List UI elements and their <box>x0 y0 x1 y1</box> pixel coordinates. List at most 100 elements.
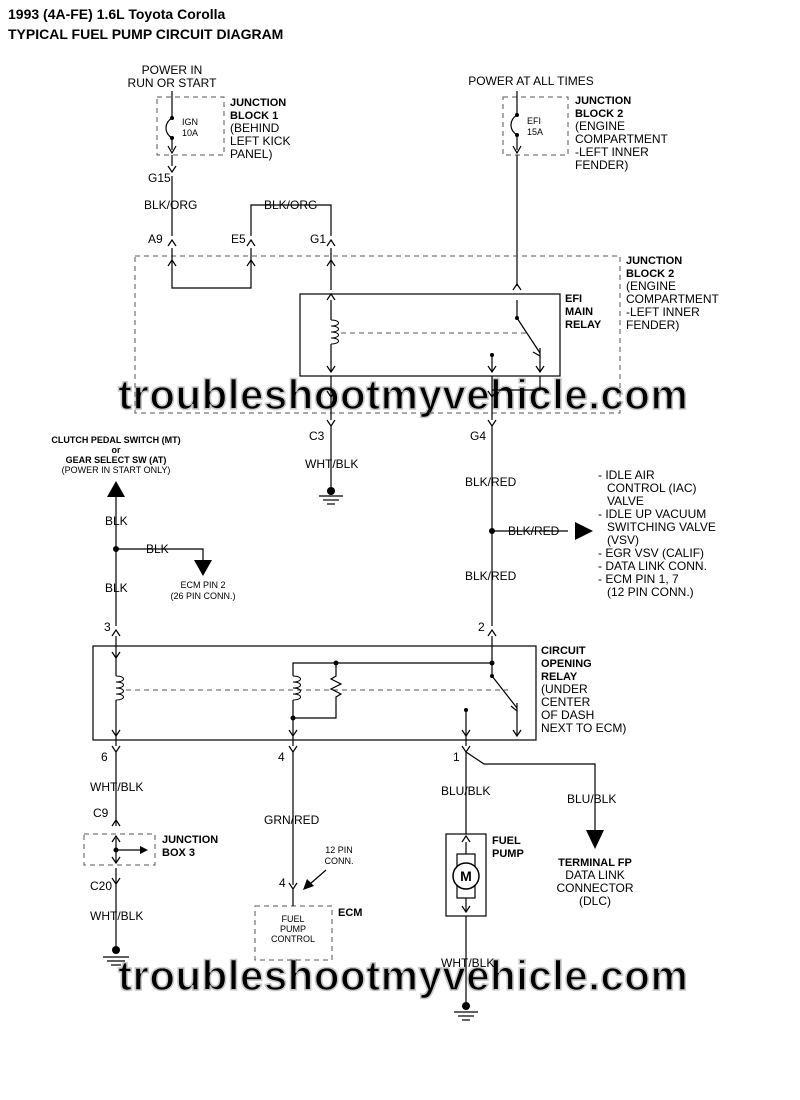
svg-text:COMPARTMENT: COMPARTMENT <box>626 292 720 306</box>
terminal-fp-label: TERMINAL FP DATA LINK CONNECTOR (DLC) <box>556 857 633 908</box>
ign-fuse: IGN 10A <box>156 91 225 156</box>
diagram-subtitle: TYPICAL FUEL PUMP CIRCUIT DIAGRAM <box>8 26 283 42</box>
svg-text:RELAY: RELAY <box>541 671 578 683</box>
svg-text:GEAR SELECT SW (AT): GEAR SELECT SW (AT) <box>66 455 167 465</box>
svg-text:JUNCTION: JUNCTION <box>575 95 631 107</box>
wire-blk-2: BLK <box>146 542 169 556</box>
svg-text:CONNECTOR: CONNECTOR <box>556 881 633 895</box>
svg-text:(12 PIN CONN.): (12 PIN CONN.) <box>607 585 694 599</box>
wire-blk-red-1: BLK/RED <box>465 475 517 489</box>
connector-pin6-label: 6 <box>101 750 108 764</box>
svg-text:- IDLE AIR: - IDLE AIR <box>598 468 655 482</box>
circuit-opening-relay-box <box>92 645 537 741</box>
connector-a9-label: A9 <box>148 232 163 246</box>
connector-pin4-mark <box>288 745 298 754</box>
connector-g1-mark <box>326 238 336 247</box>
fuel-pump-motor-letter: M <box>460 868 472 884</box>
wire-blk-red-2: BLK/RED <box>508 524 560 538</box>
svg-text:EFI: EFI <box>565 293 582 305</box>
svg-text:CONN.: CONN. <box>325 856 354 866</box>
connector-pin1-mark <box>461 745 471 754</box>
connector-pin1-label: 1 <box>453 750 460 764</box>
connector-c3-label: C3 <box>309 429 325 443</box>
svg-text:TERMINAL FP: TERMINAL FP <box>558 857 632 869</box>
svg-text:(ENGINE: (ENGINE <box>626 279 676 293</box>
wire-blu-blk-1: BLU/BLK <box>441 784 490 798</box>
svg-text:BLOCK 2: BLOCK 2 <box>626 268 674 280</box>
wire-wht-blk-6: WHT/BLK <box>90 780 143 794</box>
wire-blk-org-1: BLK/ORG <box>144 198 197 212</box>
ground-fuel-pump-icon <box>454 1002 478 1021</box>
wire-blk-org-2: BLK/ORG <box>264 198 317 212</box>
svg-text:PUMP: PUMP <box>492 848 524 860</box>
connector-g15-mark <box>167 165 177 174</box>
svg-text:-LEFT INNER: -LEFT INNER <box>575 145 649 159</box>
clutch-switch-arrow-icon <box>107 481 125 497</box>
svg-text:FUEL: FUEL <box>281 914 304 924</box>
wire-grn-red: GRN/RED <box>264 813 320 827</box>
junction-block-2-box <box>134 255 621 414</box>
efi-main-relay-box <box>299 293 561 377</box>
connector-e5-label: E5 <box>231 232 246 246</box>
svg-text:VALVE: VALVE <box>607 494 644 508</box>
svg-text:SWITCHING VALVE: SWITCHING VALVE <box>607 520 716 534</box>
svg-text:(VSV): (VSV) <box>607 533 639 547</box>
clutch-switch-label: CLUTCH PEDAL SWITCH (MT) or GEAR SELECT … <box>51 435 180 475</box>
svg-text:(ENGINE: (ENGINE <box>575 119 625 133</box>
connector-g1-label: G1 <box>310 232 326 246</box>
svg-text:- EGR VSV (CALIF): - EGR VSV (CALIF) <box>598 546 704 560</box>
svg-text:CONTROL: CONTROL <box>271 934 315 944</box>
blk-red-branch-arrow-icon <box>575 522 593 540</box>
ecm-pin2-arrow-icon <box>194 560 212 576</box>
connector-ecm-pin4-label: 4 <box>279 876 286 890</box>
efi-fuse-rating: 15A <box>527 127 543 137</box>
svg-text:ECM PIN 2: ECM PIN 2 <box>180 580 225 590</box>
svg-text:NEXT TO ECM): NEXT TO ECM) <box>541 721 626 735</box>
wire-blk-1: BLK <box>105 514 128 528</box>
wire-blk-red-3: BLK/RED <box>465 569 517 583</box>
power-run-start-label: POWER IN RUN OR START <box>128 63 218 90</box>
connector-pin3-mark <box>111 628 121 637</box>
connector-g4-mark <box>487 419 497 428</box>
ground-c3-icon <box>319 487 343 505</box>
svg-text:COMPARTMENT: COMPARTMENT <box>575 132 669 146</box>
ecm-label: ECM <box>338 907 362 919</box>
svg-text:JUNCTION: JUNCTION <box>626 255 682 267</box>
fuel-pump-label: FUEL PUMP <box>492 835 524 860</box>
diagram-title: 1993 (4A-FE) 1.6L Toyota Corolla <box>8 6 226 22</box>
ecm-conn-arrow-icon <box>303 879 314 890</box>
wire-wht-blk-pump: WHT/BLK <box>441 956 494 970</box>
connector-pin2-label: 2 <box>478 620 485 634</box>
efi-fuse: EFI 15A <box>502 91 569 156</box>
junction-block-1-label: JUNCTION BLOCK 1 (BEHIND LEFT KICK PANEL… <box>230 97 290 161</box>
connector-pin4-label: 4 <box>278 750 285 764</box>
ecm-pin2-label: ECM PIN 2 (26 PIN CONN.) <box>170 580 235 601</box>
wire-wht-blk-c3: WHT/BLK <box>305 457 358 471</box>
connector-c9-label: C9 <box>93 806 109 820</box>
svg-text:POWER IN: POWER IN <box>142 63 203 77</box>
circuit-opening-relay-label: CIRCUIT OPENING RELAY (UNDER CENTER OF D… <box>541 645 626 735</box>
wire-blk-3: BLK <box>105 581 128 595</box>
svg-text:RELAY: RELAY <box>565 319 602 331</box>
ecm-12pin-conn-label: 12 PIN CONN. <box>325 845 354 866</box>
svg-text:(UNDER: (UNDER <box>541 682 588 696</box>
junction-block-2-mid-label: JUNCTION BLOCK 2 (ENGINE COMPARTMENT -LE… <box>626 255 720 332</box>
efi-fuse-name: EFI <box>527 116 541 126</box>
watermark-bottom: troubleshootmyvehicle.com <box>118 952 688 999</box>
connector-c20-label: C20 <box>90 879 112 893</box>
terminal-fp-arrow-icon <box>586 830 604 849</box>
svg-text:-LEFT INNER: -LEFT INNER <box>626 305 700 319</box>
svg-text:FENDER): FENDER) <box>575 158 628 172</box>
junction-box-3-arrow-icon <box>140 846 148 854</box>
svg-text:CONTROL (IAC): CONTROL (IAC) <box>607 481 697 495</box>
ign-fuse-name: IGN <box>182 117 198 127</box>
power-all-times-label: POWER AT ALL TIMES <box>468 74 594 88</box>
svg-text:12 PIN: 12 PIN <box>325 845 353 855</box>
connector-g15-label: G15 <box>148 171 171 185</box>
ground-c20-icon <box>103 946 129 966</box>
connector-pin3-label: 3 <box>104 620 111 634</box>
svg-text:(DLC): (DLC) <box>579 894 611 908</box>
svg-text:CIRCUIT: CIRCUIT <box>541 645 586 657</box>
svg-text:or: or <box>112 445 121 455</box>
